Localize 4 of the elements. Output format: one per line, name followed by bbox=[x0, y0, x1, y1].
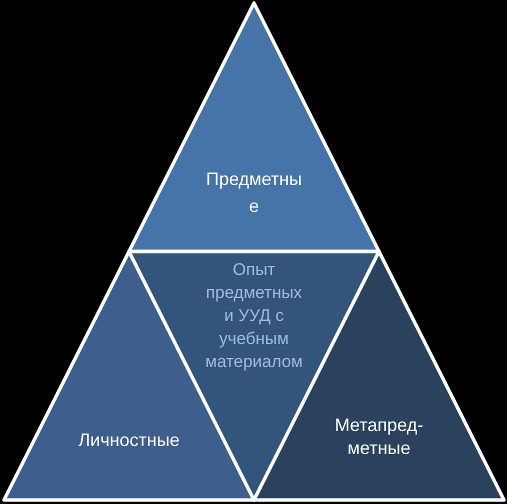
segment-label: Предметны е bbox=[206, 168, 302, 218]
segment-label: Опыт предметных и УУД с учебным материалом bbox=[204, 259, 304, 373]
segment-label: Личностные bbox=[78, 429, 180, 452]
segment-label: Метапред- метные bbox=[334, 414, 424, 460]
